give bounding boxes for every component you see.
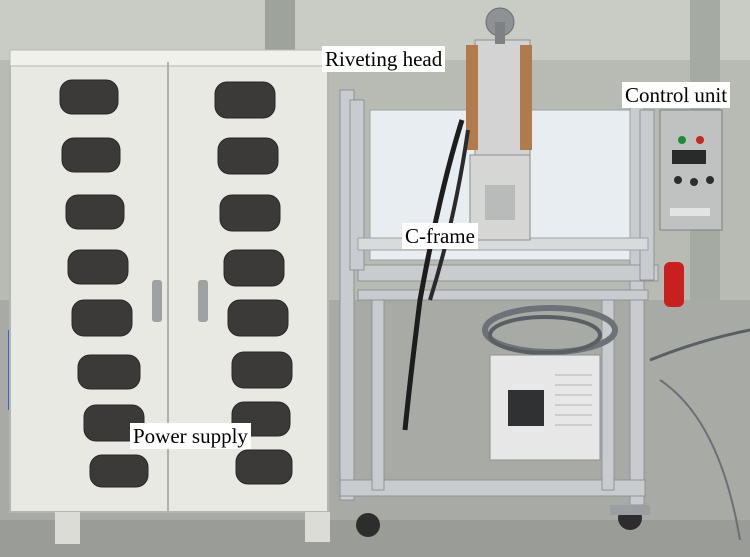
control-green-lamp [678,136,686,144]
black-cable-2 [428,129,470,301]
label-c-frame: C-frame [402,223,478,249]
fan-grille [508,390,544,426]
cabinet-handle-right [198,280,208,322]
caster-wheel-left [356,513,380,537]
label-riveting-head: Riveting head [322,46,446,72]
aluminium-frame [339,89,659,506]
copper-bus-right [520,45,532,150]
fire-extinguisher [664,262,684,307]
c-frame-anvil [485,185,515,220]
label-power-supply: Power supply [130,423,251,449]
cabinet-foot-right [305,512,330,542]
control-knob-3 [706,176,714,184]
control-red-lamp [696,136,704,144]
label-control-unit: Control unit [622,82,731,108]
fan-unit [489,354,601,461]
black-cable [402,119,465,431]
fan-vents [555,374,592,426]
cabinet-windows-left [59,79,149,488]
floor-cable-2 [659,379,741,541]
copper-bus-left [466,45,478,150]
control-knob-2 [690,178,698,186]
control-display [672,150,706,164]
control-label-plate [670,208,710,216]
cabinet-handle-left [152,280,162,322]
handwheel-shaft [495,22,505,44]
leveling-foot [610,505,650,515]
cabinet-foot-left [55,512,80,544]
control-knob-1 [674,176,682,184]
floor-cable [649,328,750,362]
coiled-cable-inner [488,315,602,355]
